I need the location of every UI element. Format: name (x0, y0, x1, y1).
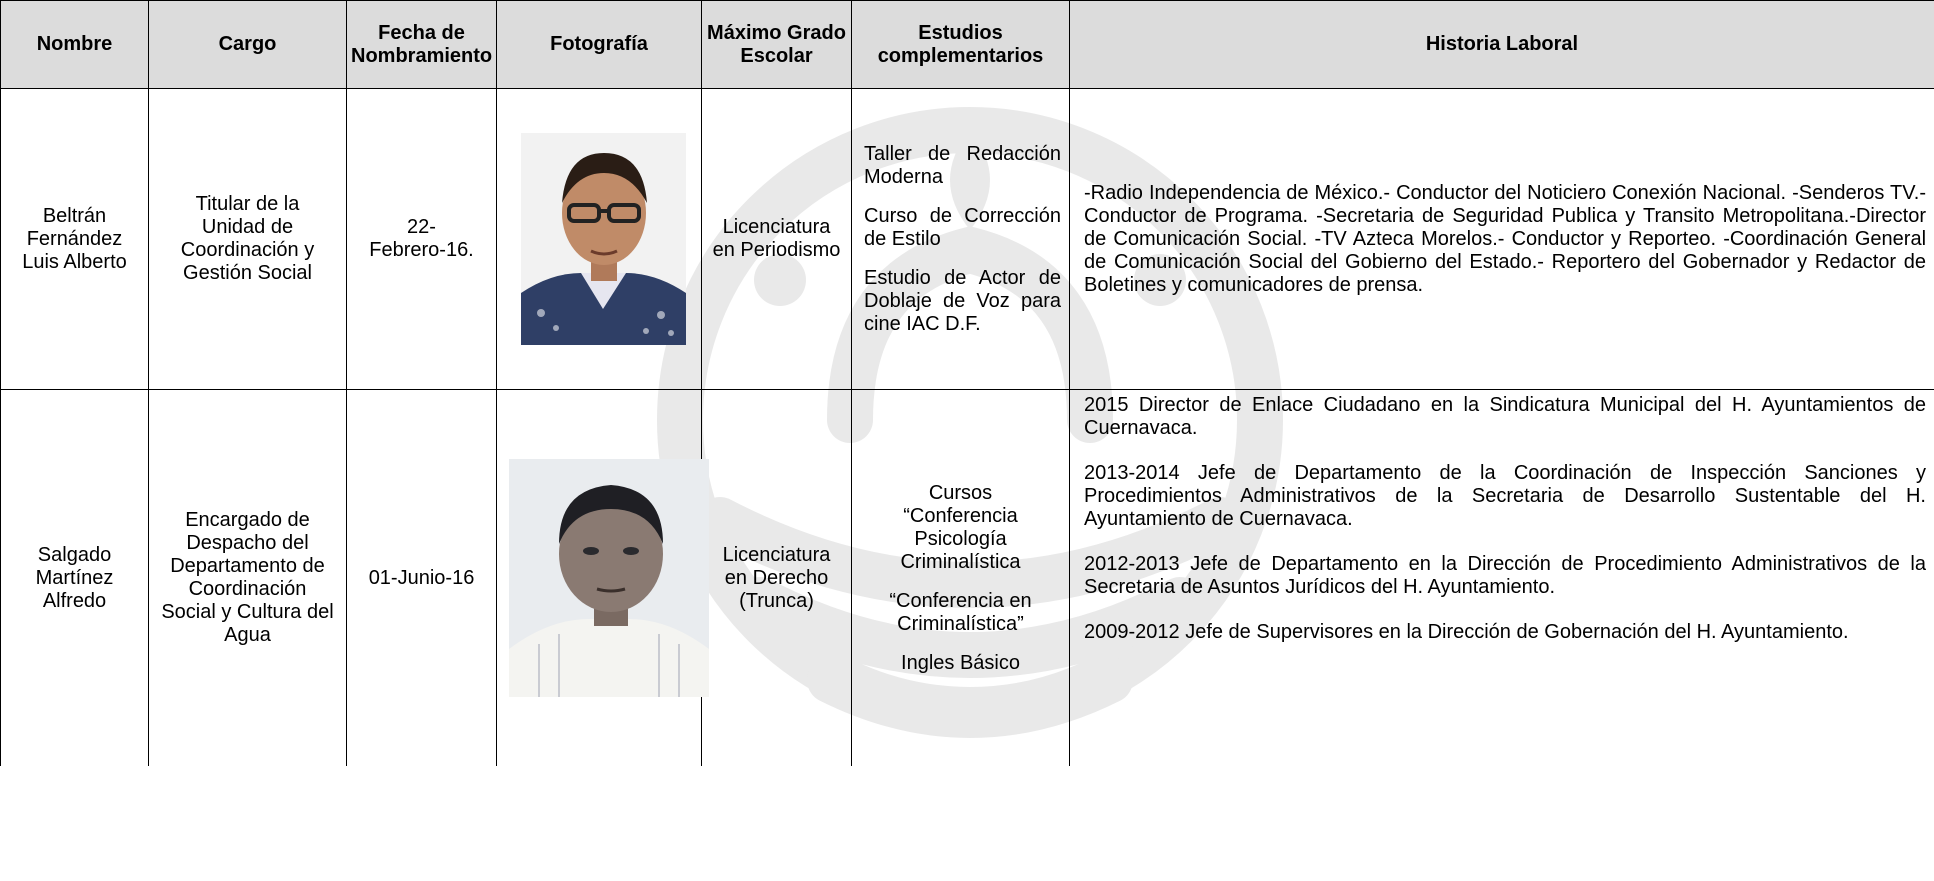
header-fotografia: Fotografía (496, 0, 702, 89)
historia-item: 2009-2012 Jefe de Supervisores en la Dir… (1084, 621, 1849, 643)
header-estudios: Estudios complementarios (851, 0, 1070, 89)
grado-cell: Licenciatura en Derecho (Trunca) (701, 389, 852, 766)
header-grado: Máximo Grado Escolar (701, 0, 852, 89)
historia-item: 2013-2014 Jefe de Departamento de la Coo… (1084, 462, 1926, 530)
header-fecha: Fecha de Nombramiento (346, 0, 497, 89)
historia-item: 2015 Director de Enlace Ciudadano en la … (1084, 394, 1926, 439)
header-row: Nombre Cargo Fecha de Nombramiento Fotog… (0, 0, 1934, 89)
grado-cell: Licenciatura en Periodismo (701, 88, 852, 390)
cargo-cell: Encargado de Despacho del Departamento d… (148, 389, 347, 766)
person-photo (509, 459, 709, 697)
estudios-cell: Taller de Redacción Moderna Curso de Cor… (851, 88, 1070, 390)
estudio-item: Ingles Básico (901, 651, 1020, 674)
historia-item: -TV Azteca Morelos.- Conductor y Reporte… (1314, 227, 1717, 250)
header-nombre: Nombre (0, 0, 149, 89)
estudio-item: Cursos “Conferencia Psicología Criminalí… (900, 481, 1021, 573)
cargo-cell: Titular de la Unidad de Coordinación y G… (148, 88, 347, 390)
fecha-cell: 01-Junio-16 (346, 389, 497, 766)
estudio-item: “Conferencia en Criminalística” (889, 589, 1032, 635)
table-row: Salgado Martínez Alfredo Encargado de De… (0, 389, 1934, 766)
table-row: Beltrán Fernández Luis Alberto Titular d… (0, 88, 1934, 390)
staff-table: Nombre Cargo Fecha de Nombramiento Fotog… (0, 0, 1934, 766)
nombre-cell: Beltrán Fernández Luis Alberto (0, 88, 149, 390)
historia-cell: -Radio Independencia de México.- Conduct… (1069, 88, 1934, 390)
photo-cell (496, 389, 709, 766)
historia-item: -Radio Independencia de México.- Conduct… (1084, 181, 1787, 204)
estudio-item: Estudio de Actor de Doblaje de Voz para … (864, 266, 1061, 335)
historia-cell: 2015 Director de Enlace Ciudadano en la … (1069, 389, 1934, 766)
estudio-item: Taller de Redacción Moderna (864, 142, 1061, 188)
fecha-cell: 22-Febrero-16. (346, 88, 497, 390)
estudios-cell: Cursos “Conferencia Psicología Criminalí… (851, 389, 1070, 766)
person-photo (521, 133, 686, 345)
header-historia: Historia Laboral (1069, 0, 1934, 89)
photo-cell (496, 88, 702, 390)
nombre-cell: Salgado Martínez Alfredo (0, 389, 149, 766)
estudio-item: Curso de Corrección de Estilo (864, 204, 1061, 250)
header-cargo: Cargo (148, 0, 347, 89)
historia-item: 2012-2013 Jefe de Departamento en la Dir… (1084, 553, 1926, 598)
